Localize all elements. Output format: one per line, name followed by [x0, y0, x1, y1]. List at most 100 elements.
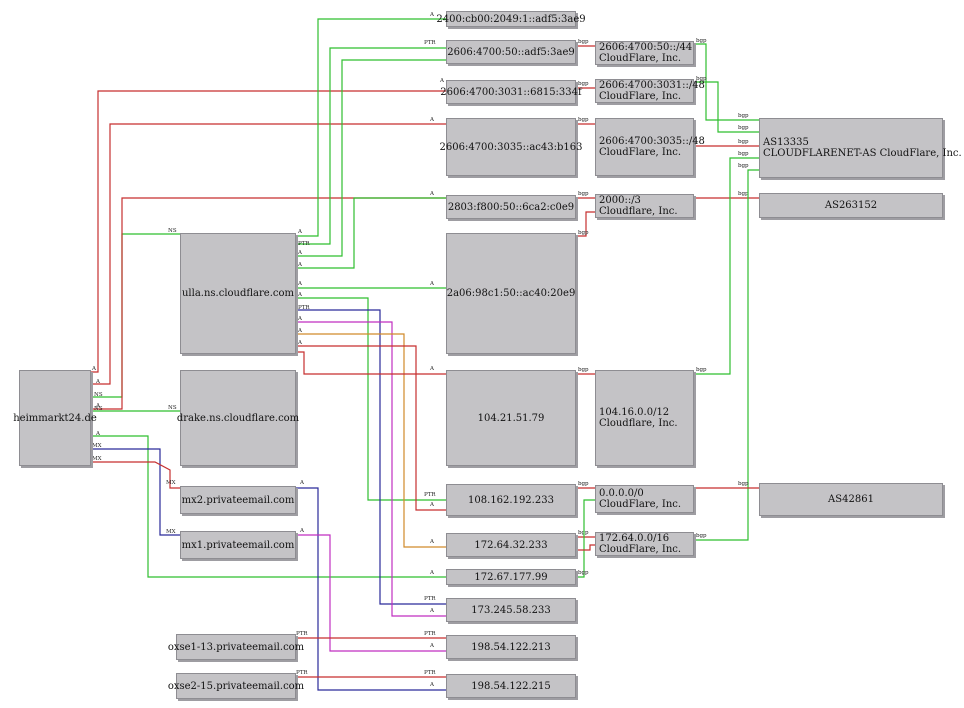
node-label: heimmarkt24.de [13, 412, 97, 424]
edge-label: PTR [424, 40, 436, 46]
edge-5 [91, 435, 446, 578]
node-ip-104[interactable]: 104.21.51.79 [446, 370, 576, 466]
node-ip-172-67[interactable]: 172.67.177.99 [446, 569, 576, 585]
edge-label: bgp [738, 125, 749, 131]
edge-label: bgp [738, 113, 749, 119]
node-ulla-ns[interactable]: ulla.ns.cloudflare.com [180, 233, 296, 354]
edge-label: PTR [424, 596, 436, 602]
edge-7 [91, 461, 180, 489]
edge-label: bgp [578, 39, 589, 45]
node-label: 2803:f800:50::6ca2:c0e9 [447, 201, 575, 213]
node-oxse1[interactable]: oxse1-13.privateemail.com [168, 634, 304, 660]
edge-label: NS [168, 405, 177, 411]
node-label: oxse2-15.privateemail.com [167, 680, 305, 692]
node-drake-ns[interactable]: drake.ns.cloudflare.com [177, 370, 299, 466]
edge-3 [91, 197, 446, 410]
edge-label: PTR [296, 670, 308, 676]
edge-label: A [297, 229, 303, 235]
edge-10 [296, 59, 446, 257]
edge-38 [694, 169, 759, 541]
net-owner: CloudFlare, Inc. [599, 53, 682, 64]
net-owner: Cloudflare, Inc. [599, 418, 678, 429]
edge-27 [576, 211, 595, 237]
net-owner: CloudFlare, Inc. [599, 147, 682, 158]
node-oxse2[interactable]: oxse2-15.privateemail.com [168, 673, 304, 699]
node-ip-2803[interactable]: 2803:f800:50::6ca2:c0e9 [446, 195, 576, 219]
node-mx2[interactable]: mx2.privateemail.com [180, 486, 296, 514]
net-prefix: 172.64.0.0/16 [599, 533, 670, 544]
edge-37 [694, 157, 759, 375]
node-label: mx2.privateemail.com [181, 494, 295, 506]
node-ip-2606-50[interactable]: 2606:4700:50::adf5:3ae9 [446, 40, 576, 64]
edge-label: A [429, 570, 435, 576]
edge-32 [576, 544, 595, 551]
node-ip-2606-3031[interactable]: 2606:4700:3031::6815:334f [440, 80, 582, 104]
edge-label: A [429, 281, 435, 287]
edge-label: A [299, 528, 305, 534]
net-prefix: 2606:4700:50::/44 [599, 42, 693, 53]
edge-6 [91, 448, 180, 536]
edge-label: A [429, 502, 435, 508]
edge-label: A [439, 78, 445, 84]
edge-label: bgp [578, 230, 589, 236]
net-owner: Cloudflare, Inc. [599, 206, 678, 217]
node-ip-198-213[interactable]: 198.54.122.213 [446, 635, 576, 659]
edge-label: A [297, 250, 303, 256]
node-label: oxse1-13.privateemail.com [167, 641, 305, 653]
node-label: 2a06:98c1:50::ac40:20e9 [446, 288, 576, 299]
edge-label: A [297, 281, 303, 287]
edge-18 [296, 351, 446, 375]
net-prefix: 0.0.0.0/0 [599, 488, 644, 499]
edge-label: bgp [578, 481, 589, 487]
node-heimmarkt24[interactable]: heimmarkt24.de [13, 370, 97, 466]
edge-label: bgp [578, 191, 589, 197]
net-owner: CloudFlare, Inc. [599, 91, 682, 102]
node-label: 2400:cb00:2049:1::adf5:3ae9 [436, 13, 586, 25]
node-as42861[interactable]: AS42861 [759, 483, 943, 516]
node-ip-172-64[interactable]: 172.64.32.233 [446, 533, 576, 557]
edge-label: A [297, 316, 303, 322]
edge-15 [296, 321, 446, 617]
as-number: AS13335 [763, 137, 809, 148]
edge-label: A [95, 403, 101, 409]
net-owner: CloudFlare, Inc. [599, 544, 682, 555]
node-ip-2a06[interactable]: 2a06:98c1:50::ac40:20e9 [446, 233, 576, 354]
edge-label: NS [168, 228, 177, 234]
edge-label: A [297, 262, 303, 268]
edge-label: PTR [424, 670, 436, 676]
node-ip-108[interactable]: 108.162.192.233 [446, 484, 576, 516]
edge-label: bgp [578, 81, 589, 87]
node-ip-2606-3035[interactable]: 2606:4700:3035::ac43:b163 [440, 118, 582, 176]
node-ip-198-215[interactable]: 198.54.122.215 [446, 674, 576, 698]
node-ip-2400[interactable]: 2400:cb00:2049:1::adf5:3ae9 [436, 11, 586, 27]
node-label: 108.162.192.233 [468, 494, 554, 506]
net-prefix: 2606:4700:3035::/48 [599, 136, 705, 147]
edge-label: bgp [738, 151, 749, 157]
node-label: 2606:4700:3035::ac43:b163 [439, 141, 583, 153]
edge-1 [91, 123, 446, 385]
node-ip-173[interactable]: 173.245.58.233 [446, 598, 576, 622]
edge-31 [576, 499, 595, 578]
edge-label: PTR [298, 305, 310, 311]
net-prefix: 2606:4700:3031::/48 [599, 80, 705, 91]
edge-label: bgp [578, 367, 589, 373]
edge-label: bgp [738, 139, 749, 145]
edge-label: A [429, 539, 435, 545]
node-label: 172.67.177.99 [474, 571, 548, 583]
edge-label: bgp [696, 367, 707, 373]
node-mx1[interactable]: mx1.privateemail.com [180, 531, 296, 559]
edge-17 [296, 345, 446, 511]
edge-label: A [95, 431, 101, 437]
node-as263152[interactable]: AS263152 [759, 193, 943, 218]
node-label: 198.54.122.215 [471, 680, 551, 692]
